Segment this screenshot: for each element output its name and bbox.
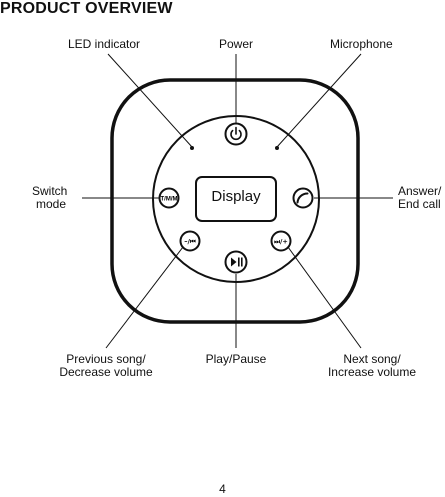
label-prev-line2: Decrease volume [50, 366, 162, 379]
next-song-button[interactable]: ⏭/+ [272, 232, 291, 251]
microphone-dot [275, 146, 279, 150]
leader-prev [106, 247, 183, 348]
previous-song-label: –/⏮ [184, 238, 196, 246]
power-button[interactable] [226, 124, 247, 145]
label-microphone: Microphone [330, 38, 393, 51]
mode-button-label: T/M/M [161, 197, 178, 203]
leader-mic [277, 54, 361, 147]
play-pause-button[interactable] [226, 252, 247, 273]
leader-next [288, 247, 361, 348]
label-power: Power [206, 38, 266, 51]
label-next-song: Next song/ Increase volume [316, 353, 428, 379]
led-indicator-dot [190, 146, 194, 150]
page-number: 4 [0, 482, 445, 496]
label-play-pause: Play/Pause [196, 353, 276, 366]
answer-end-call-button[interactable] [294, 189, 313, 208]
leader-led [108, 54, 192, 147]
label-answer-end-call: Answer/ End call [398, 185, 441, 211]
label-previous-song: Previous song/ Decrease volume [50, 353, 162, 379]
previous-song-button[interactable]: –/⏮ [181, 232, 200, 251]
label-switch-line2: mode [32, 198, 67, 211]
label-answer-line2: End call [398, 198, 441, 211]
label-led-indicator: LED indicator [68, 38, 140, 51]
display-label: Display [196, 188, 276, 205]
next-song-label: ⏭/+ [274, 238, 288, 246]
label-switch-mode: Switch mode [32, 185, 67, 211]
mode-button[interactable]: T/M/M [160, 189, 179, 208]
label-next-line2: Increase volume [316, 366, 428, 379]
